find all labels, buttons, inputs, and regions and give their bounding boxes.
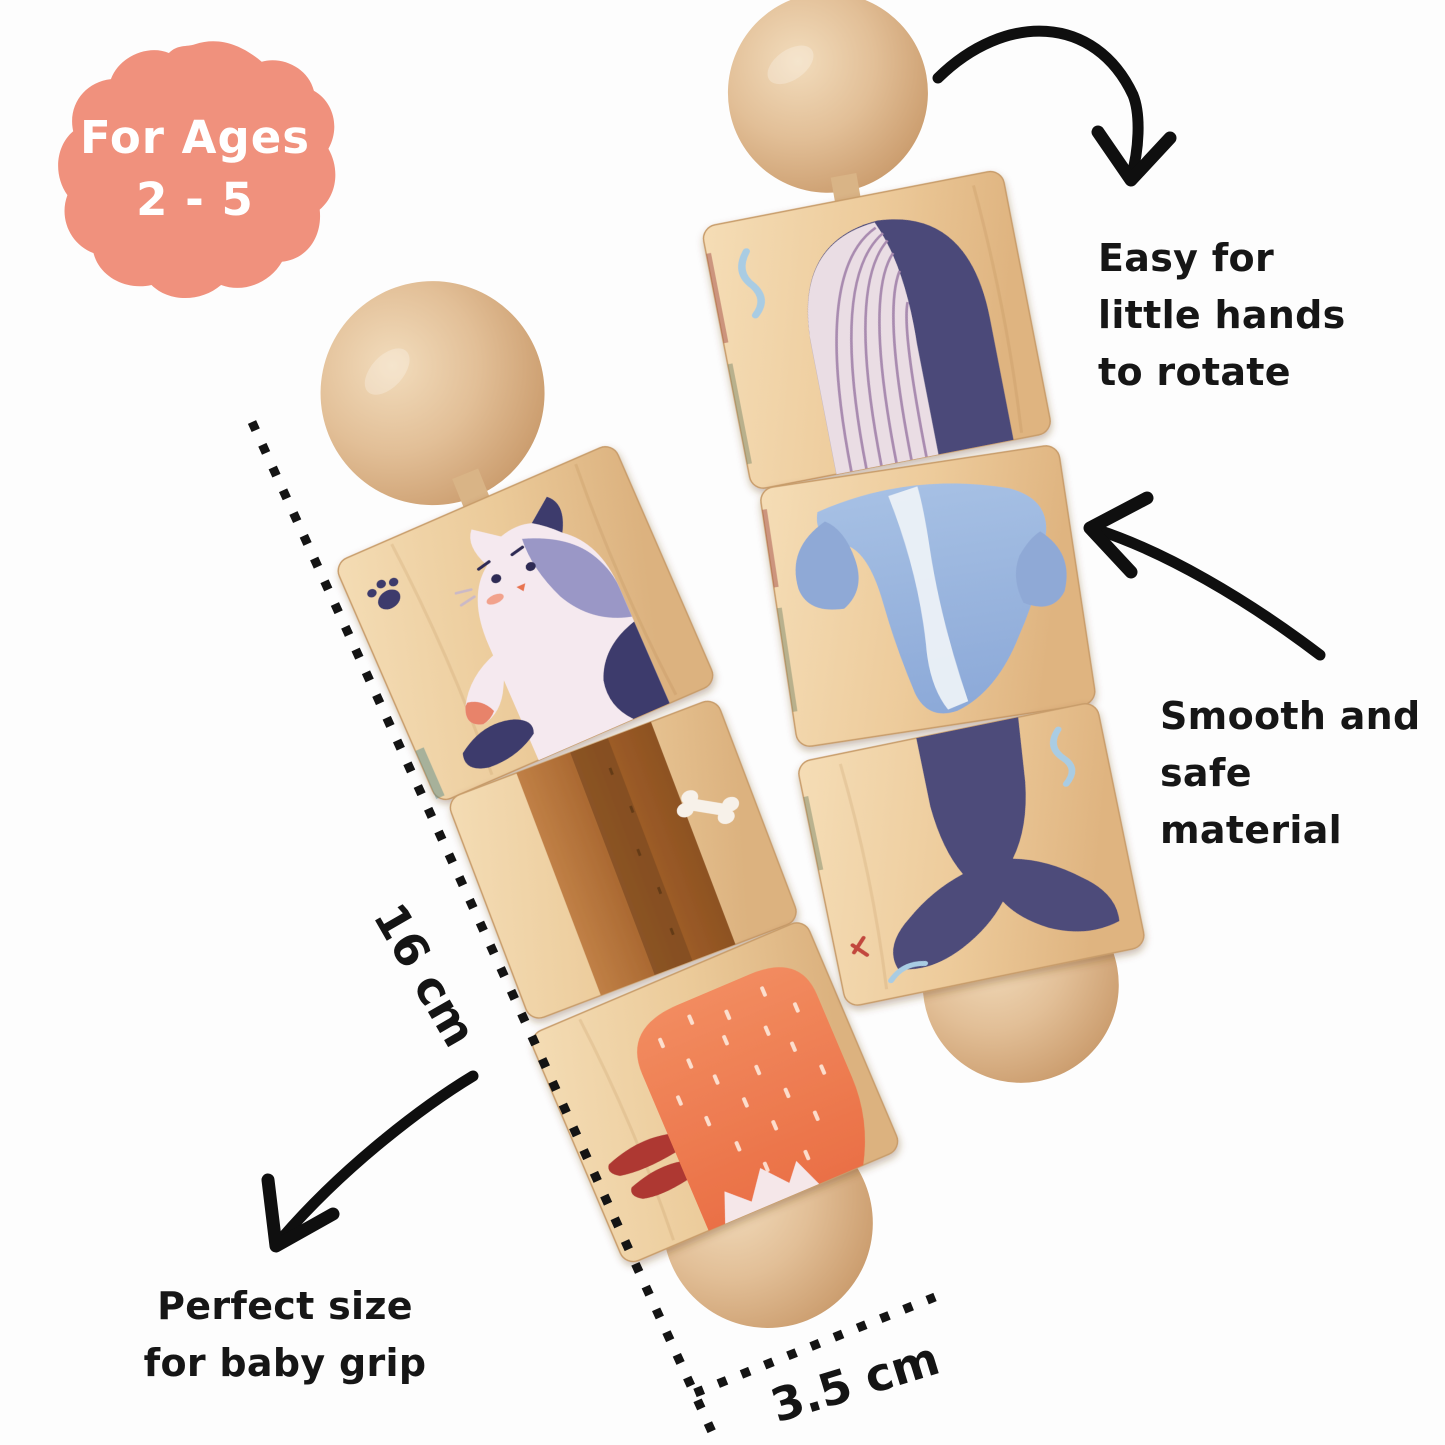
width-dimension-label: 3.5 cm: [764, 1330, 946, 1434]
wooden-ball-top: [727, 0, 928, 193]
feature-rotate-line1: Easy for: [1098, 236, 1274, 280]
grip-arrow-icon: [261, 1070, 479, 1253]
feature-text-rotate: Easy for little hands to rotate: [1098, 230, 1346, 401]
height-dimension-label: 16 cm: [362, 894, 488, 1056]
age-badge: For Ages 2 - 5: [50, 24, 340, 314]
whale-rattle-toy-image: [665, 0, 1171, 1115]
feature-material-line2: safe material: [1160, 751, 1343, 852]
age-badge-line1: For Ages: [79, 111, 311, 164]
feature-rotate-line2: little hands: [1098, 293, 1346, 337]
material-arrow-icon: [1083, 491, 1326, 661]
age-badge-line2: 2 - 5: [136, 173, 254, 226]
feature-grip-line2: for baby grip: [143, 1341, 427, 1385]
whale-head-block: [702, 170, 1051, 489]
whale-rattle-graphic: [702, 0, 1145, 1083]
pink-blob-shape: [58, 41, 336, 299]
feature-grip-line1: Perfect size: [157, 1284, 413, 1328]
feature-text-material: Smooth and safe material: [1160, 688, 1445, 859]
whale-body-block: [760, 445, 1096, 747]
feature-text-grip: Perfect size for baby grip: [120, 1278, 450, 1392]
feature-material-line1: Smooth and: [1160, 694, 1421, 738]
whale-tail-block: [798, 702, 1145, 1006]
feature-rotate-line3: to rotate: [1098, 350, 1291, 394]
